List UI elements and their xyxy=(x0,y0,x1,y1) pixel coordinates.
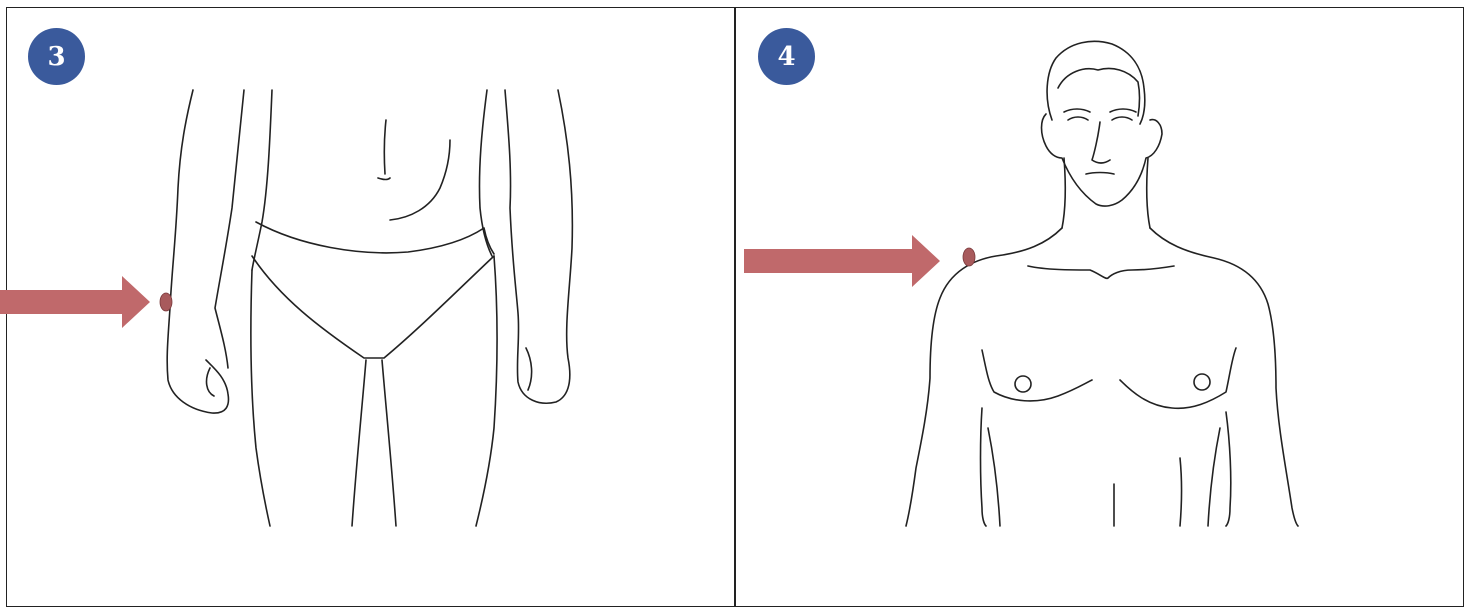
site-marker-icon xyxy=(736,8,1464,598)
panel-step-3: 3 xyxy=(0,8,734,598)
site-marker-icon xyxy=(0,8,734,598)
panel-step-4: 4 xyxy=(736,8,1464,598)
